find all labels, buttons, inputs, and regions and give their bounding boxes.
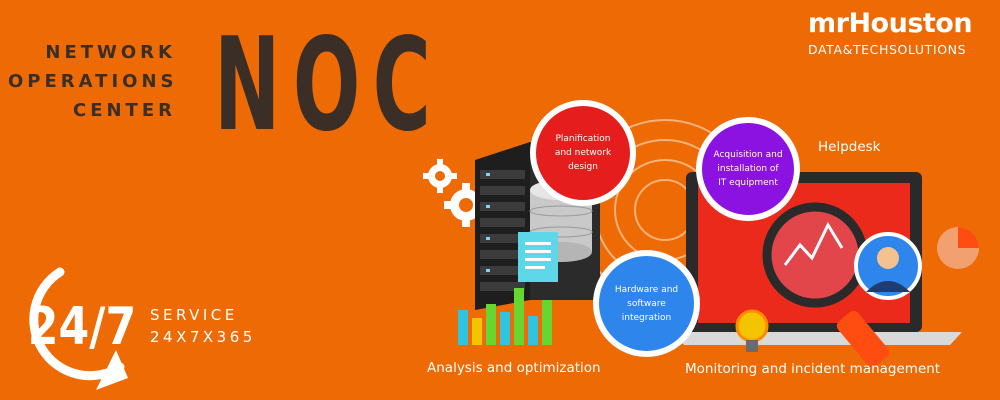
- 24-7-badge: 24/7: [28, 267, 136, 390]
- network-operations-center-title: NETWORK OPERATIONS CENTER: [8, 38, 176, 125]
- gear-icon: [423, 159, 457, 193]
- helpdesk-label: Helpdesk: [818, 139, 881, 155]
- service-text: SERVICE 24X7X365: [150, 304, 256, 348]
- service-line: SERVICE: [150, 306, 238, 324]
- badge-24-7-text: 24/7: [28, 297, 136, 357]
- arrow-head-icon: [96, 350, 128, 390]
- pie-chart-icon: [937, 227, 979, 269]
- brand-logo[interactable]: mrHouston DATA&TECHSOLUTIONS: [808, 8, 993, 57]
- noc-heading: NOC: [214, 11, 444, 160]
- gear-icon: [444, 183, 488, 227]
- light-bulb-icon: [735, 309, 769, 352]
- analysis-label: Analysis and optimization: [427, 360, 601, 376]
- planification-bubble: Planification and network design: [530, 100, 636, 206]
- monitoring-label: Monitoring and incident management: [685, 361, 941, 377]
- title-line-network: NETWORK: [45, 42, 176, 63]
- title-line-center: CENTER: [72, 100, 176, 121]
- acquisition-bubble: Acquisition and installation of IT equip…: [696, 117, 800, 221]
- brand-tagline: DATA&TECHSOLUTIONS: [808, 42, 967, 57]
- document-icon: [518, 232, 558, 282]
- bar-chart-icon: [458, 288, 552, 345]
- hardware-integration-bubble: Hardware and software integration: [593, 250, 700, 357]
- brand-name: mrHouston: [808, 8, 973, 39]
- title-line-operations: OPERATIONS: [8, 71, 178, 92]
- avatar-icon: [854, 232, 922, 300]
- service-hours-line: 24X7X365: [150, 328, 256, 346]
- circular-arrow-icon: [29, 267, 125, 381]
